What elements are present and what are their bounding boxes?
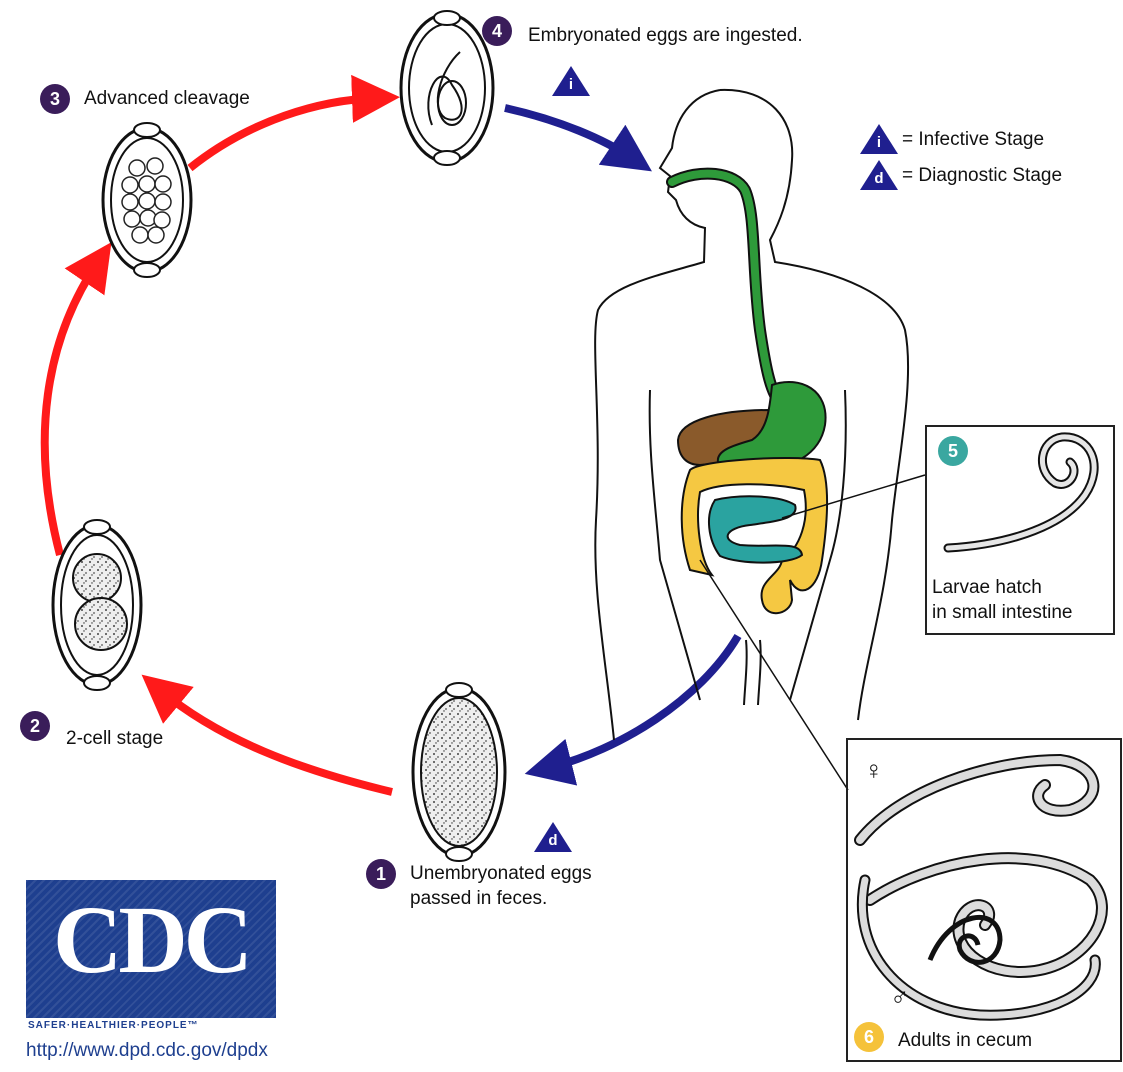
colon: [682, 458, 827, 613]
stage-5-badge: 5: [938, 436, 968, 466]
small-intestine: [709, 496, 802, 562]
stage-3-label: Advanced cleavage: [84, 87, 250, 111]
arrow-host-to-1: [548, 636, 738, 768]
stage-1-label-line1: Unembryonated eggs: [410, 862, 592, 886]
diagnostic-marker: d: [534, 822, 572, 852]
infective-marker-top: i: [552, 66, 590, 96]
stage-3-badge: 3: [40, 84, 70, 114]
female-symbol: ♀: [864, 758, 884, 782]
stage-1-label-line2: passed in feces.: [410, 887, 547, 911]
legend-diagnostic-icon: d: [860, 160, 898, 190]
egg-embryonated: [401, 11, 493, 165]
arrow-2-to-3: [45, 262, 98, 555]
cdc-url[interactable]: http://www.dpd.cdc.gov/dpdx: [26, 1040, 268, 1062]
egg-two-cell: [53, 520, 141, 690]
digestive-tract: [672, 174, 827, 614]
cdc-tagline: SAFER·HEALTHIER·PEOPLE™: [28, 1020, 199, 1031]
legend-diagnostic-text: = Diagnostic Stage: [902, 164, 1062, 188]
arrow-1-to-2: [160, 690, 392, 792]
arrow-4-to-host: [505, 108, 632, 158]
adults-box: [846, 738, 1122, 1062]
stage-6-badge: 6: [854, 1022, 884, 1052]
stage-4-badge: 4: [482, 16, 512, 46]
stage-4-label: Embryonated eggs are ingested.: [528, 24, 803, 48]
stage-5-label-line1: Larvae hatch: [932, 576, 1042, 600]
stage-5-label-line2: in small intestine: [932, 601, 1072, 625]
stage-1-badge: 1: [366, 859, 396, 889]
egg-advanced-cleavage: [103, 123, 191, 277]
stage-2-badge: 2: [20, 711, 50, 741]
egg-unembryonated: [413, 683, 505, 861]
stage-2-label: 2-cell stage: [66, 727, 163, 751]
cdc-logo: CDC: [26, 880, 276, 1018]
male-symbol: ♂: [890, 985, 910, 1009]
legend-infective-icon: i: [860, 124, 898, 154]
cdc-logo-letters: CDC: [30, 890, 272, 990]
legend-infective-text: = Infective Stage: [902, 128, 1044, 152]
stage-6-label: Adults in cecum: [898, 1029, 1032, 1053]
